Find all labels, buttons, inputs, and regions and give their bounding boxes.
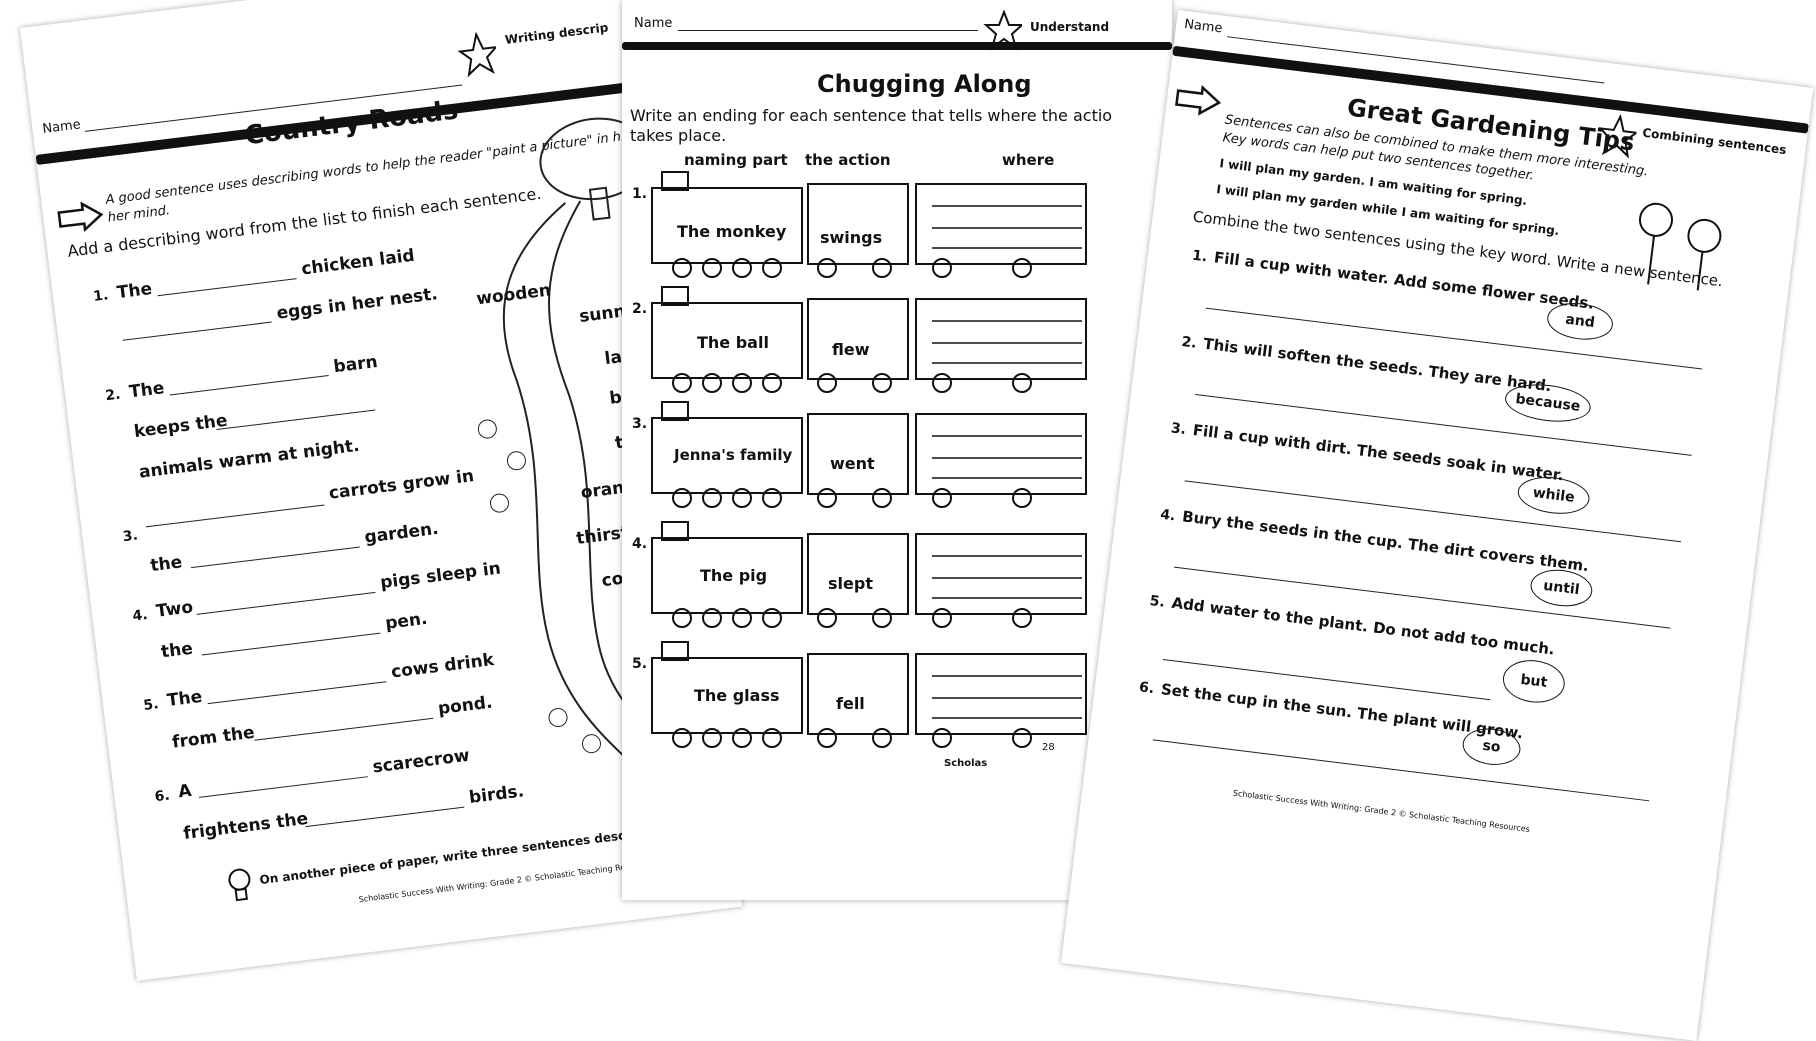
item-text: chicken laid <box>300 245 416 280</box>
train-row: 1. The monkey swings <box>622 170 1172 290</box>
page-number: 28 <box>1042 742 1055 753</box>
star-icon <box>457 31 499 78</box>
footer: Scholas <box>944 758 988 769</box>
item-number: 4. <box>1159 506 1177 525</box>
action-part: went <box>830 454 875 473</box>
item-text: from the <box>171 722 256 753</box>
answer-line[interactable] <box>190 546 360 569</box>
item-text: garden. <box>363 518 440 548</box>
key-word-cloud: because <box>1502 379 1593 427</box>
header-tag: Combining sentences <box>1641 125 1788 158</box>
naming-part: The monkey <box>677 222 787 241</box>
train-row: 5. The glass fell <box>622 640 1172 760</box>
action-part: swings <box>820 228 883 247</box>
action-part: slept <box>828 574 873 593</box>
item-text: scarecrow <box>371 745 471 778</box>
item-text: eggs in her nest. <box>275 284 439 324</box>
answer-line[interactable] <box>207 681 387 705</box>
train-row: 3. Jenna's family went <box>622 400 1172 520</box>
item-text: A <box>177 780 193 803</box>
naming-part: The pig <box>700 566 768 585</box>
header-tag: Writing descrip <box>504 20 609 47</box>
key-word-cloud: and <box>1545 299 1616 344</box>
item-number: 6. <box>153 787 171 806</box>
action-part: flew <box>832 340 870 359</box>
item-number: 6. <box>1138 679 1156 698</box>
train-icon <box>651 641 1087 748</box>
arrow-icon <box>57 201 104 233</box>
item-number: 1. <box>1191 247 1209 266</box>
train-number: 2. <box>632 301 648 317</box>
answer-line[interactable] <box>122 321 272 341</box>
answer-line[interactable] <box>201 632 381 656</box>
answer-line[interactable] <box>196 591 376 615</box>
train-icon <box>651 286 1087 393</box>
train-row: 4. The pig slept <box>622 520 1172 640</box>
column-header-where: where <box>1002 151 1055 169</box>
answer-line[interactable] <box>254 717 434 741</box>
train-number: 4. <box>632 536 648 552</box>
word-bank: wooden sunny laz bla thre orange thirsty… <box>20 0 672 627</box>
flowers-icon <box>1638 202 1722 291</box>
item-text: The <box>128 378 166 403</box>
naming-part: Jenna's family <box>674 446 793 464</box>
train-icon <box>651 401 1087 508</box>
answer-line[interactable] <box>1152 739 1650 802</box>
item-number: 2. <box>1180 333 1198 352</box>
lightbulb-icon <box>228 868 251 902</box>
item-number: 3. <box>1169 420 1187 439</box>
name-label: Name <box>634 16 673 31</box>
item-text: Two <box>154 597 195 622</box>
item-text: The <box>165 686 204 712</box>
item-text: The <box>115 278 154 304</box>
star-icon <box>983 10 1022 51</box>
instructions: Write an ending for each sentence that t… <box>630 106 1113 125</box>
answer-line[interactable] <box>199 776 368 798</box>
train-icon <box>651 171 1087 278</box>
key-word-cloud: but <box>1500 656 1568 706</box>
answer-line[interactable] <box>216 409 376 431</box>
item-text: frightens the <box>182 808 310 845</box>
item-number: 5. <box>142 696 160 714</box>
answer-line[interactable] <box>145 504 325 528</box>
item-number: 5. <box>1148 593 1166 611</box>
train-number: 1. <box>632 186 648 202</box>
action-part: fell <box>836 694 865 713</box>
item-text: the <box>149 552 184 577</box>
page-title: Chugging Along <box>817 70 1032 98</box>
instructions-2: takes place. <box>630 126 727 145</box>
item-text: animals warm at night. <box>137 435 361 483</box>
train-number: 3. <box>632 416 648 432</box>
header-tag: Understand <box>1030 20 1110 34</box>
key-word-cloud: while <box>1515 473 1592 518</box>
worksheet-chugging-along: Name Understand Chugging Along Write an … <box>622 0 1172 900</box>
item-text: keeps the <box>132 410 229 443</box>
answer-line[interactable] <box>157 278 297 297</box>
item-number: 1. <box>92 287 110 306</box>
item-number: 4. <box>131 606 149 625</box>
item-text: pen. <box>384 608 429 634</box>
column-header-naming: naming part <box>684 151 788 169</box>
train-icon <box>651 521 1087 628</box>
item-text: the <box>159 638 194 663</box>
item-text: barn <box>332 351 379 378</box>
item-number: 3. <box>121 527 139 546</box>
answer-line[interactable] <box>305 806 465 828</box>
arrow-icon <box>1175 85 1222 116</box>
name-label: Name <box>1183 16 1224 37</box>
column-header-action: the action <box>805 151 891 169</box>
name-label: Name <box>41 117 82 137</box>
name-line <box>678 30 978 31</box>
star-icon <box>1598 113 1639 159</box>
train-row: 2. The ball flew <box>622 285 1172 405</box>
worksheet-great-gardening-tips: Name Combining sentences Great Gardening… <box>1061 10 1814 1041</box>
naming-part: The ball <box>697 333 769 352</box>
train-number: 5. <box>632 656 648 672</box>
naming-part: The glass <box>694 686 780 705</box>
item-number: 2. <box>104 386 122 405</box>
header-stripe <box>622 42 1172 50</box>
answer-line[interactable] <box>169 374 329 396</box>
